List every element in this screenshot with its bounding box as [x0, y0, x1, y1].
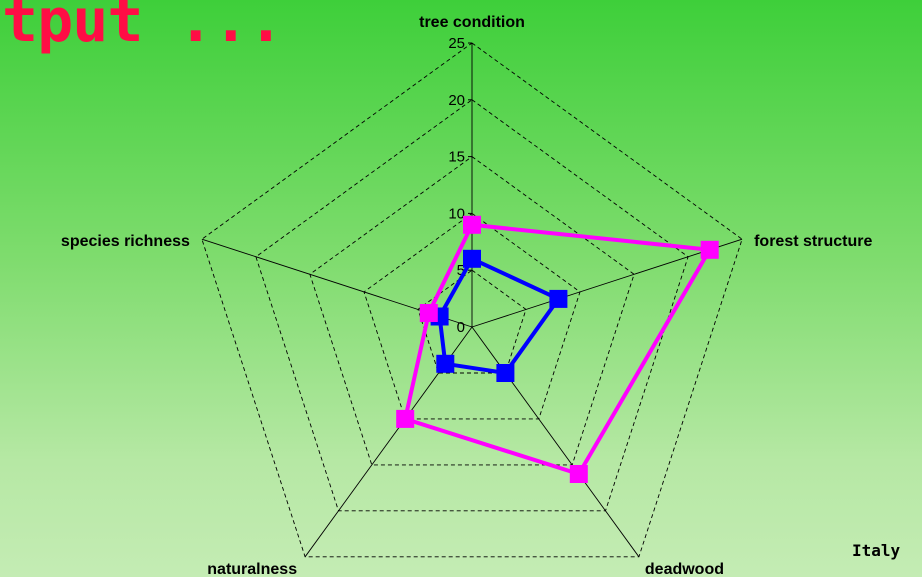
series-0-point-0 [463, 249, 481, 268]
axis-label-species-richness: species richness [61, 233, 190, 250]
series-line-1 [402, 222, 713, 477]
country-label: Italy [852, 541, 901, 560]
radar-axis-labels: tree condition forest structure deadwood na… [61, 14, 873, 577]
series-0-point-3 [436, 354, 455, 373]
series-0-point-1 [549, 289, 568, 308]
axis-line-2 [471, 326, 640, 558]
grid-ring-10 [363, 212, 581, 420]
series-line-0 [437, 256, 562, 376]
series-1-point-4 [419, 304, 438, 322]
tick-label-15: 15 [448, 149, 465, 166]
series-1-point-3 [396, 409, 415, 428]
series-1-point-2 [569, 465, 588, 483]
tick-label-25: 25 [448, 35, 465, 52]
radar-ticks: 0 5 10 15 20 25 [448, 35, 465, 336]
series-0-point-2 [496, 364, 515, 382]
tick-label-10: 10 [448, 205, 465, 222]
axis-line-1 [471, 238, 743, 328]
series-1-point-1 [700, 240, 719, 259]
grid-ring-25 [201, 42, 743, 558]
axis-label-tree-condition: tree condition [419, 14, 525, 31]
tick-label-5: 5 [457, 262, 465, 279]
axis-label-naturalness: naturalness [207, 561, 297, 577]
series-1-point-0 [463, 215, 481, 234]
tick-label-20: 20 [448, 92, 465, 109]
radar-grid [201, 42, 743, 558]
slide-title: tput ... [2, 0, 284, 56]
tick-label-0: 0 [457, 319, 465, 336]
axis-label-forest-structure: forest structure [754, 233, 872, 250]
grid-ring-20 [255, 99, 689, 512]
radar-series [396, 215, 719, 483]
grid-ring-15 [309, 156, 635, 466]
axis-label-deadwood: deadwood [645, 561, 724, 577]
radar-axes [201, 42, 743, 558]
series-1 [396, 215, 719, 483]
